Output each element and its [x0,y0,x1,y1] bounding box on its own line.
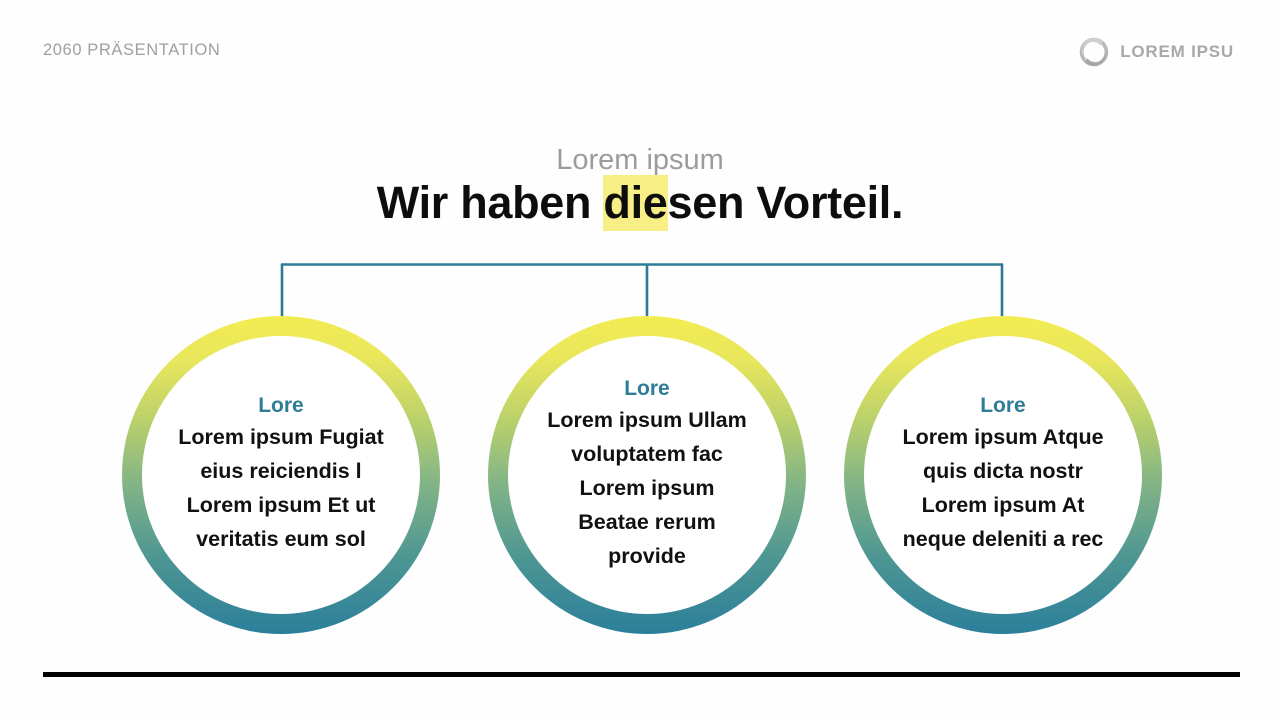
diagram-circle-3[interactable]: Lore Lorem ipsum Atque quis dicta nostr … [844,316,1162,634]
title-segment-after: sen Vorteil. [667,177,904,228]
title-highlighted-word: die [603,175,668,231]
ring-spiral-logo-icon [1079,37,1109,67]
circle-2-body: Lorem ipsum Ullam voluptatem fac Lorem i… [547,408,747,569]
diagram-circle-2[interactable]: Lore Lorem ipsum Ullam voluptatem fac Lo… [488,316,806,634]
brand-logo: LOREM IPSU [1077,35,1234,69]
circle-3-body: Lorem ipsum Atque quis dicta nostr Lorem… [902,425,1104,552]
footer-rule [43,672,1240,677]
diagram-circle-1[interactable]: Lore Lorem ipsum Fugiat eius reiciendis … [122,316,440,634]
slide-title: Wir haben diesen Vorteil. [0,175,1280,231]
title-segment-before: Wir haben [376,177,604,228]
slide-subtitle: Lorem ipsum [556,144,724,176]
brand-logo-text: LOREM IPSU [1120,42,1234,61]
slide-header-label: 2060 PRÄSENTATION [43,41,221,59]
circle-3-content: Lore Lorem ipsum Atque quis dicta nostr … [870,393,1136,557]
circle-1-body: Lorem ipsum Fugiat eius reiciendis l Lor… [178,425,384,552]
circle-3-heading: Lore [980,393,1026,417]
circle-1-content: Lore Lorem ipsum Fugiat eius reiciendis … [152,393,410,557]
circle-1-heading: Lore [258,393,304,417]
circle-2-heading: Lore [624,376,670,400]
circle-2-content: Lore Lorem ipsum Ullam voluptatem fac Lo… [519,376,775,574]
